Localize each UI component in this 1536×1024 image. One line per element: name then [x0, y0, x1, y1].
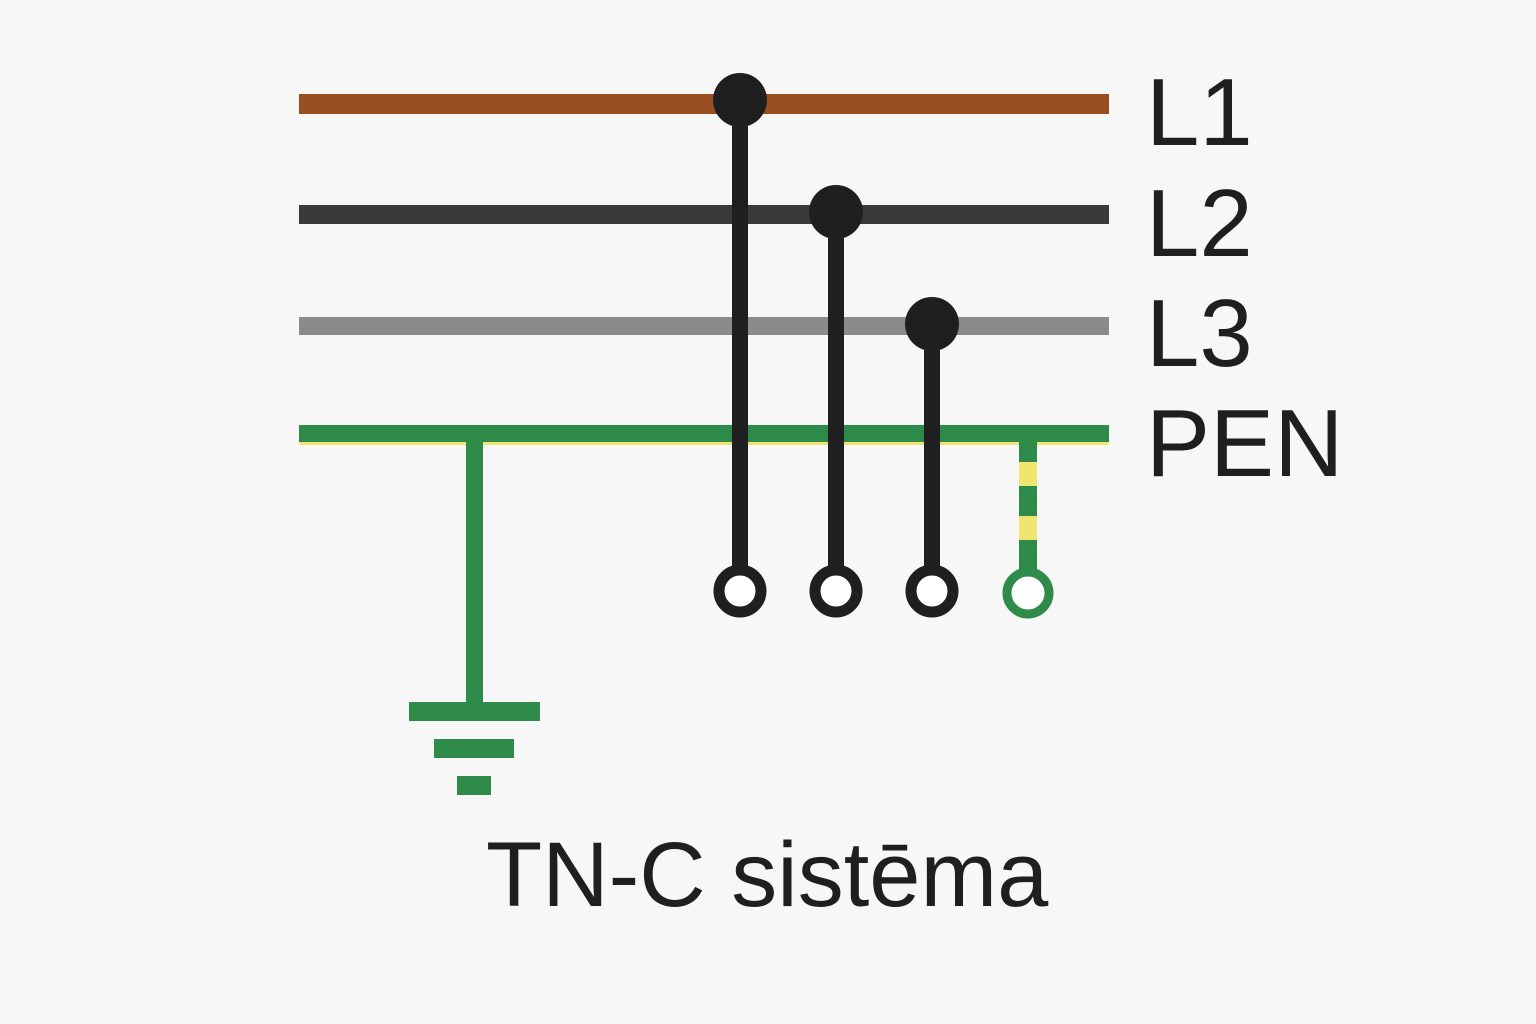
- terminal-l2-ring: [809, 564, 863, 618]
- conductor-l1-line: [299, 94, 1109, 114]
- label-l2: L2: [1146, 170, 1253, 277]
- terminal-l3-ring: [905, 564, 959, 618]
- pen-dropper-green-2: [1019, 486, 1037, 516]
- junction-l2-dot: [809, 185, 863, 239]
- pen-yellow-edge: [299, 442, 1109, 445]
- earth-vertical-line: [466, 434, 483, 706]
- conductor-l3-line: [299, 317, 1109, 335]
- label-l3: L3: [1146, 280, 1253, 387]
- conductor-l2-line: [299, 205, 1109, 224]
- pen-dropper-green-3: [1019, 540, 1037, 571]
- conductor-pen-line: [299, 425, 1109, 444]
- terminal-pen-ring: [1002, 567, 1054, 619]
- pen-dropper-yellow-2: [1019, 516, 1037, 540]
- earth-bar-1: [409, 702, 540, 721]
- earth-bar-2: [434, 739, 514, 758]
- pen-dropper-green-1: [1019, 440, 1037, 462]
- terminal-l1-ring: [713, 564, 767, 618]
- pen-dropper-yellow-1: [1019, 462, 1037, 486]
- earth-bar-3: [457, 776, 491, 795]
- label-pen: PEN: [1146, 390, 1343, 497]
- junction-l1-dot: [713, 73, 767, 127]
- label-l1: L1: [1146, 59, 1253, 166]
- junction-l3-dot: [905, 297, 959, 351]
- diagram-caption: TN-C sistēma: [486, 824, 1049, 926]
